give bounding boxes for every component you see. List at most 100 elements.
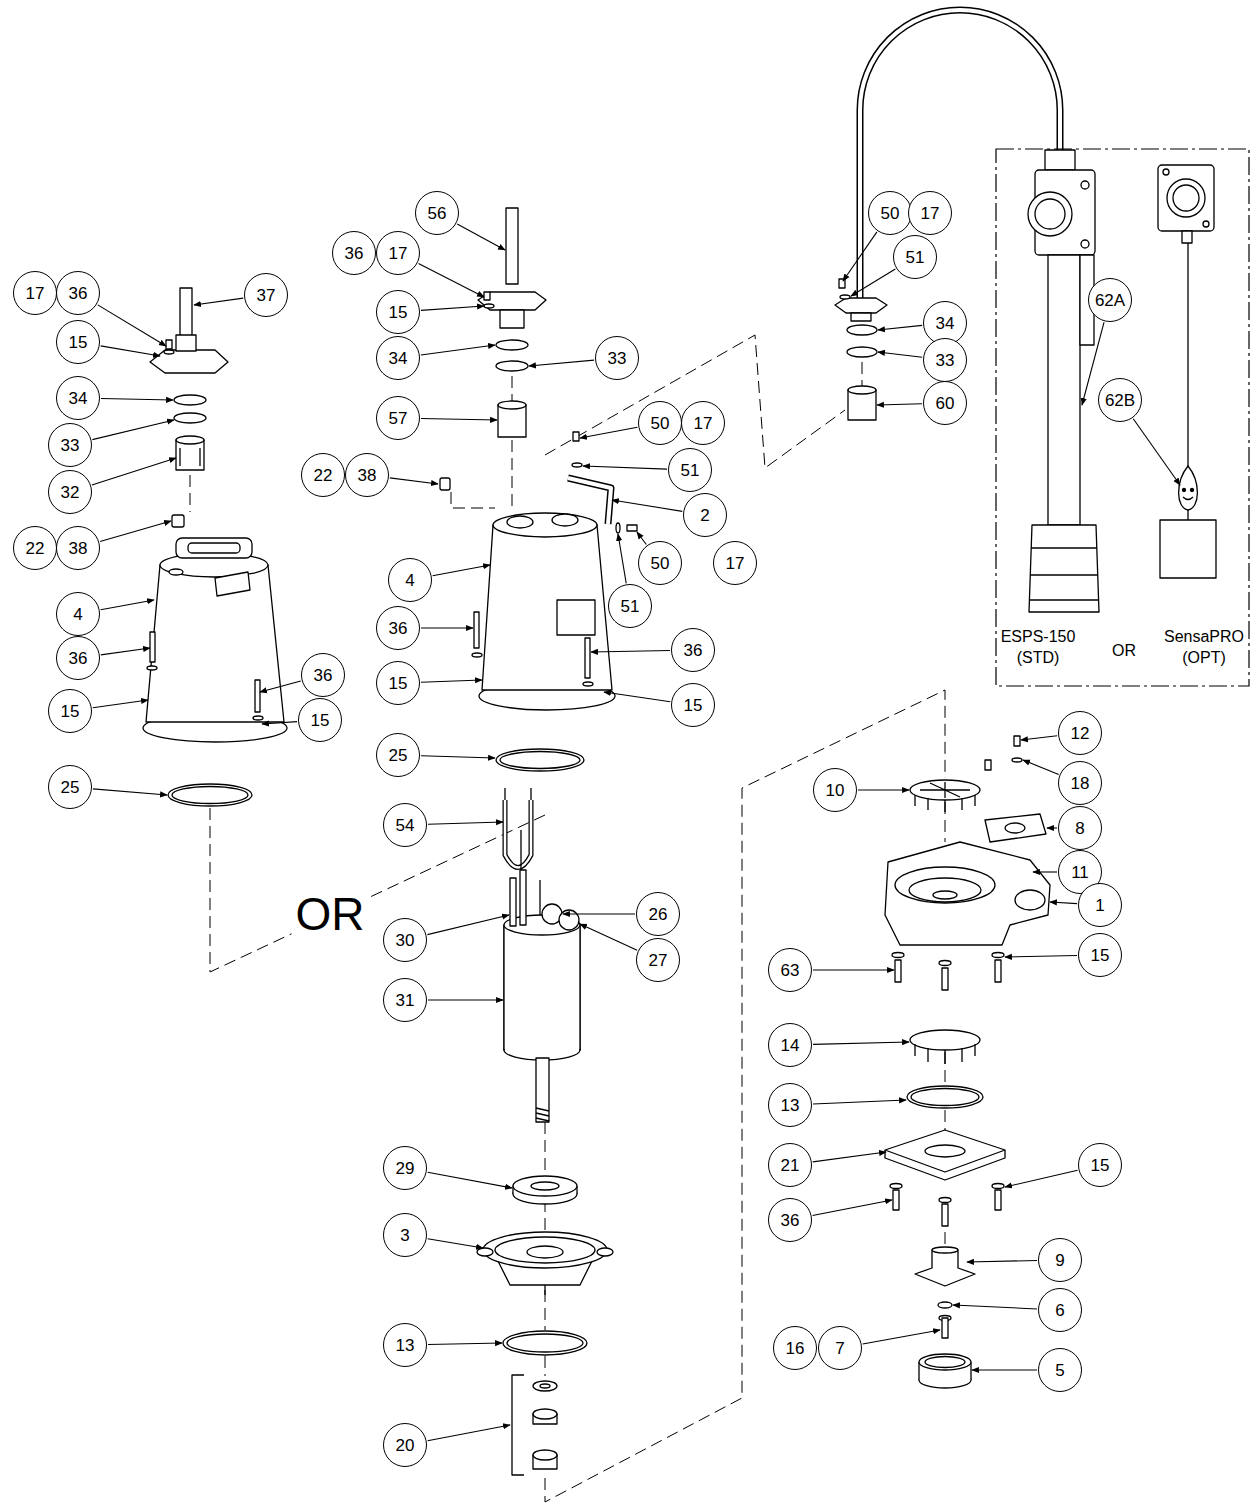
cutter-ring bbox=[915, 1247, 975, 1388]
leader-line bbox=[878, 325, 922, 330]
callout-number: 16 bbox=[773, 1326, 817, 1370]
callout-text: 4 bbox=[73, 606, 82, 623]
callout-number: 15 bbox=[298, 698, 342, 742]
callout-text: 5 bbox=[1055, 1362, 1064, 1379]
impeller-plate bbox=[995, 1190, 1001, 1210]
callout-number: 1 bbox=[1078, 883, 1122, 927]
middle-cord-cap bbox=[484, 304, 494, 308]
cutter-volute bbox=[895, 960, 901, 982]
leader-line bbox=[101, 600, 154, 610]
sensapro-switch bbox=[1183, 489, 1186, 492]
callout-number: 25 bbox=[48, 765, 92, 809]
switch-cord bbox=[848, 386, 876, 394]
leader-line bbox=[92, 458, 176, 485]
callout-text: 17 bbox=[694, 415, 713, 432]
switch-cord bbox=[860, 10, 1060, 300]
callout-number: 51 bbox=[893, 235, 937, 279]
esps-float-switch bbox=[1028, 192, 1072, 236]
left-cord-cap bbox=[164, 350, 174, 354]
callout-text: 50 bbox=[651, 555, 670, 572]
impeller-plate bbox=[893, 1190, 899, 1210]
middle-motor-housing bbox=[482, 525, 612, 690]
bearing-bracket bbox=[507, 1334, 583, 1352]
leader-line bbox=[851, 269, 895, 296]
callout-number: 9 bbox=[1038, 1238, 1082, 1282]
callout-text: 20 bbox=[396, 1437, 415, 1454]
middle-cord-cap bbox=[478, 292, 546, 310]
callout-number: 38 bbox=[345, 453, 389, 497]
middle-cord-cap bbox=[496, 340, 528, 350]
motor-assembly bbox=[536, 1108, 549, 1111]
handle bbox=[568, 478, 611, 524]
impeller-plate bbox=[939, 1198, 951, 1203]
center-line bbox=[945, 1232, 946, 1248]
impeller-plate bbox=[885, 1130, 1005, 1172]
callout-number: 57 bbox=[376, 396, 420, 440]
cutter-volute bbox=[985, 760, 991, 770]
middle-cord-cap bbox=[496, 361, 528, 371]
motor-assembly bbox=[536, 1118, 549, 1121]
callout-text: 26 bbox=[649, 906, 668, 923]
impeller-plate bbox=[885, 1030, 1005, 1226]
handle bbox=[568, 478, 611, 524]
callout-number: 51 bbox=[668, 448, 712, 492]
callout-number: 50 bbox=[868, 191, 912, 235]
leader-line bbox=[101, 346, 160, 356]
callout-number: 4 bbox=[388, 558, 432, 602]
leader-line bbox=[580, 427, 637, 438]
callout-number: 56 bbox=[415, 191, 459, 235]
callout-text: 15 bbox=[61, 703, 80, 720]
callout-text: 15 bbox=[311, 712, 330, 729]
callout-text: 14 bbox=[781, 1037, 800, 1054]
cutter-ring bbox=[970, 1362, 971, 1380]
motor-assembly bbox=[559, 910, 579, 930]
middle-motor-housing bbox=[557, 600, 595, 635]
cutter-volute bbox=[909, 878, 981, 902]
motor-assembly bbox=[530, 788, 531, 800]
esps-float-switch bbox=[1081, 181, 1089, 189]
leader-line bbox=[813, 1042, 909, 1044]
leader-line bbox=[100, 521, 171, 542]
motor-assembly bbox=[536, 1113, 549, 1116]
leader-line bbox=[92, 420, 174, 440]
leader-line bbox=[421, 680, 482, 682]
left-motor-housing bbox=[169, 569, 183, 575]
left-cord-cap bbox=[176, 335, 196, 351]
left-motor-housing bbox=[172, 787, 248, 804]
cutter-volute bbox=[892, 953, 904, 958]
cutter-volute bbox=[885, 736, 1050, 990]
left-cord-cap bbox=[179, 448, 180, 466]
sensapro-switch bbox=[1183, 497, 1193, 500]
motor-assembly bbox=[536, 1058, 549, 1122]
impeller-plate bbox=[992, 1184, 1004, 1189]
callout-number: 36 bbox=[301, 653, 345, 697]
callout-text: 11 bbox=[1071, 864, 1089, 881]
cutter-volute bbox=[1012, 758, 1022, 762]
callout-number: 33 bbox=[48, 423, 92, 467]
leader-line bbox=[260, 681, 301, 692]
motor-assembly bbox=[504, 925, 580, 1050]
callout-text: 8 bbox=[1075, 820, 1084, 837]
callout-text: 9 bbox=[1055, 1252, 1064, 1269]
callout-text: 29 bbox=[396, 1160, 415, 1177]
callout-text: 36 bbox=[69, 285, 88, 302]
bearing-bracket bbox=[483, 1232, 607, 1268]
callout-text: 7 bbox=[835, 1340, 844, 1357]
cutter-volute bbox=[939, 961, 951, 966]
left-motor-housing bbox=[143, 538, 287, 806]
callout-number: 2 bbox=[683, 493, 727, 537]
callout-text: 30 bbox=[396, 932, 415, 949]
leader-line bbox=[428, 1239, 483, 1248]
middle-motor-housing bbox=[472, 513, 615, 771]
leader-line bbox=[428, 1343, 502, 1345]
or-label: OR bbox=[292, 891, 369, 937]
left-motor-housing bbox=[253, 716, 263, 720]
callout-text: 25 bbox=[61, 779, 80, 796]
esps-float-switch bbox=[1048, 255, 1080, 525]
cutter-volute bbox=[910, 780, 980, 800]
callout-number: 25 bbox=[376, 733, 420, 777]
shaft-seal bbox=[512, 1375, 557, 1475]
callout-number: 12 bbox=[1058, 711, 1102, 755]
callout-text: 36 bbox=[684, 642, 703, 659]
impeller-plate bbox=[911, 1089, 979, 1106]
